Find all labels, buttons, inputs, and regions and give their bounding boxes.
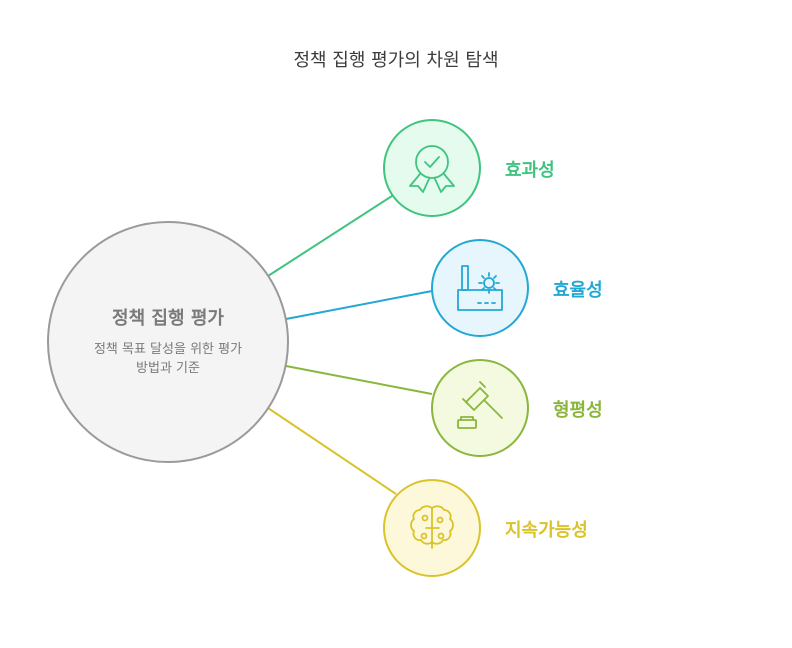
- brain-circuit-icon: [410, 505, 454, 549]
- branch-label-effectiveness: 효과성: [505, 160, 555, 181]
- connector-equity: [285, 365, 433, 395]
- branch-node-sustainability: [383, 479, 481, 577]
- connector-efficiency: [285, 290, 433, 320]
- diagram-title: 정책 집행 평가의 차원 탐색: [293, 50, 499, 71]
- gavel-icon: [457, 381, 503, 429]
- hub-description-line-2: 방법과 기준: [136, 361, 200, 376]
- award-ribbon-icon: [409, 145, 455, 193]
- hub-circle: [47, 221, 289, 463]
- hub-description: 정책 목표 달성을 위한 평가 방법과 기준: [78, 340, 258, 378]
- connector-effectiveness: [267, 195, 393, 277]
- branch-node-equity: [431, 359, 529, 457]
- branch-node-effectiveness: [383, 119, 481, 217]
- branch-label-efficiency: 효율성: [553, 280, 603, 301]
- branch-label-sustainability: 지속가능성: [505, 520, 588, 541]
- connector-sustainability: [267, 407, 397, 495]
- hub-title: 정책 집행 평가: [112, 308, 224, 329]
- factory-gear-icon: [457, 265, 503, 311]
- branch-node-efficiency: [431, 239, 529, 337]
- branch-label-equity: 형평성: [553, 400, 603, 421]
- hub-description-line-1: 정책 목표 달성을 위한 평가: [93, 342, 243, 357]
